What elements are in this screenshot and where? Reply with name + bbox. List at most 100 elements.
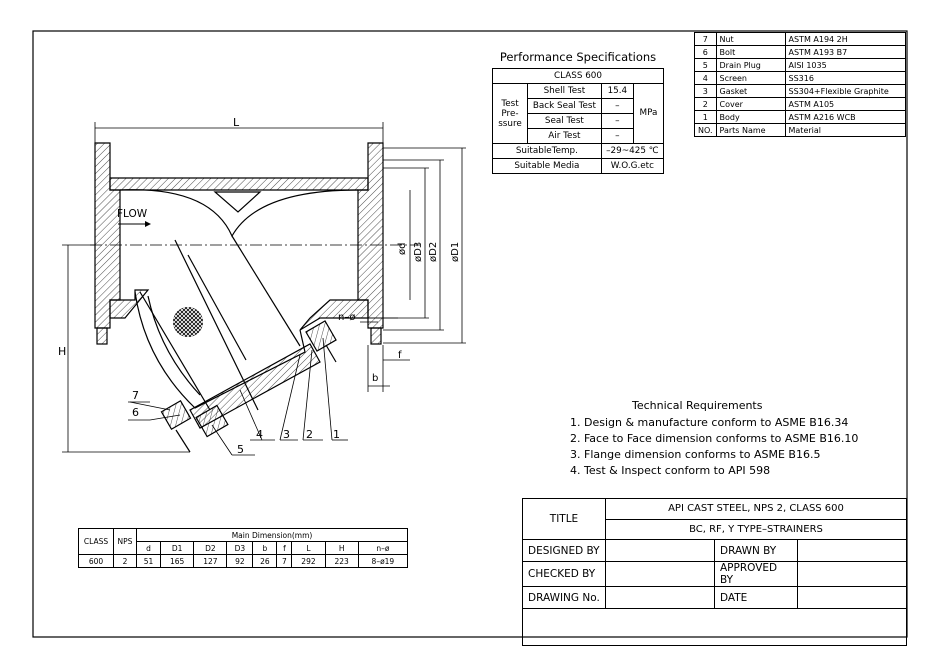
test-pressure-label: Test Pre- ssure bbox=[492, 83, 528, 144]
dim-value: 292 bbox=[291, 554, 326, 568]
part-material: ASTM A105 bbox=[784, 97, 906, 111]
date-label: DATE bbox=[714, 586, 798, 609]
dim-label-D1: øD1 bbox=[450, 241, 461, 262]
checked-by-label: CHECKED BY bbox=[522, 561, 606, 587]
part-name: Cover bbox=[715, 97, 786, 111]
dim-col-header: D2 bbox=[193, 541, 228, 555]
drawing-no-label: DRAWING No. bbox=[522, 586, 606, 609]
dim-col-header: D3 bbox=[226, 541, 254, 555]
dim-value: 51 bbox=[135, 554, 162, 568]
title-line2: BC, RF, Y TYPE–STRAINERS bbox=[605, 518, 907, 540]
dim-main-header: Main Dimension(mm) bbox=[136, 528, 408, 542]
dim-col-header: f bbox=[276, 541, 293, 555]
test-value: – bbox=[600, 98, 634, 114]
technical-item: 3. Flange dimension conforms to ASME B16… bbox=[570, 448, 821, 461]
dim-label-f: f bbox=[398, 350, 402, 361]
performance-title: Performance Specifications bbox=[499, 50, 657, 64]
part-name: Body bbox=[715, 110, 786, 124]
title-line1: API CAST STEEL, NPS 2, CLASS 600 bbox=[605, 498, 907, 520]
test-value: – bbox=[600, 113, 634, 129]
approved-by-field bbox=[797, 561, 907, 587]
part-material: AISI 1035 bbox=[784, 58, 906, 72]
test-name: Back Seal Test bbox=[527, 98, 602, 114]
dim-col-header: D1 bbox=[160, 541, 195, 555]
dim-label-D2: øD2 bbox=[428, 241, 439, 262]
temp-value: –29~425 ℃ bbox=[600, 143, 665, 159]
part-no: 6 bbox=[694, 45, 717, 59]
test-name: Shell Test bbox=[527, 83, 602, 99]
date-field bbox=[797, 586, 907, 609]
title-block-footer bbox=[522, 608, 907, 646]
test-value: 15.4 bbox=[600, 83, 634, 99]
technical-item: 2. Face to Face dimension conforms to AS… bbox=[570, 432, 859, 445]
test-name: Air Test bbox=[527, 128, 602, 144]
dimension-table: CLASS NPS Main Dimension(mm) d D1 D2 D3 … bbox=[78, 528, 409, 568]
dim-nps-value: 2 bbox=[113, 554, 137, 568]
part-material: SS316 bbox=[784, 71, 906, 85]
class-label: CLASS 600 bbox=[492, 68, 664, 84]
part-material: ASTM A216 WCB bbox=[784, 110, 906, 124]
approved-by-label: APPROVED BY bbox=[714, 561, 798, 587]
dim-col-header: d bbox=[135, 541, 162, 555]
title-block: TITLE API CAST STEEL, NPS 2, CLASS 600 B… bbox=[522, 498, 907, 646]
temp-label: SuitableTemp. bbox=[492, 143, 602, 159]
dim-nps-header: NPS bbox=[113, 528, 137, 555]
dim-col-header: H bbox=[324, 541, 359, 555]
dim-value: 92 bbox=[226, 554, 254, 568]
parts-header-material: Material bbox=[784, 123, 906, 137]
dim-class-header: CLASS bbox=[78, 528, 114, 555]
dim-col-header: b bbox=[252, 541, 278, 555]
part-no: 1 bbox=[694, 110, 717, 124]
callout-1: 1 bbox=[333, 428, 340, 441]
test-name: Seal Test bbox=[527, 113, 602, 129]
dim-label-n: n–ø bbox=[338, 312, 356, 323]
part-material: ASTM A193 B7 bbox=[784, 45, 906, 59]
checked-by-field bbox=[605, 561, 715, 587]
part-no: 2 bbox=[694, 97, 717, 111]
callout-4: 4 bbox=[256, 428, 263, 441]
flow-label: FLOW bbox=[117, 208, 148, 220]
dim-label-b: b bbox=[372, 373, 379, 384]
part-name: Gasket bbox=[715, 84, 786, 98]
part-name: Nut bbox=[715, 32, 786, 46]
dim-value: 7 bbox=[276, 554, 293, 568]
designed-by-field bbox=[605, 539, 715, 562]
test-value: – bbox=[600, 128, 634, 144]
dim-col-header: L bbox=[291, 541, 326, 555]
callout-6: 6 bbox=[132, 406, 139, 419]
callout-2: 2 bbox=[306, 428, 313, 441]
part-no: 5 bbox=[694, 58, 717, 72]
parts-header-name: Parts Name bbox=[715, 123, 786, 137]
performance-table: CLASS 600 Test Pre- ssure Shell Test 15.… bbox=[492, 68, 665, 174]
parts-header-no: NO. bbox=[694, 123, 717, 137]
part-no: 4 bbox=[694, 71, 717, 85]
part-no: 7 bbox=[694, 32, 717, 46]
technical-item: 1. Design & manufacture conform to ASME … bbox=[570, 416, 849, 429]
dim-label-D3: øD3 bbox=[413, 241, 424, 262]
drawing-no-field bbox=[605, 586, 715, 609]
dim-value: 26 bbox=[252, 554, 278, 568]
dim-value: 8–ø19 bbox=[357, 554, 409, 568]
dim-label-d: ød bbox=[397, 242, 408, 255]
part-name: Screen bbox=[715, 71, 786, 85]
part-no: 3 bbox=[694, 84, 717, 98]
part-name: Bolt bbox=[715, 45, 786, 59]
dim-value: 223 bbox=[324, 554, 359, 568]
unit-label: MPa bbox=[632, 83, 665, 144]
part-name: Drain Plug bbox=[715, 58, 786, 72]
callout-5: 5 bbox=[237, 443, 244, 456]
part-material: SS304+Flexible Graphite bbox=[784, 84, 906, 98]
technical-title: Technical Requirements bbox=[632, 399, 763, 412]
dim-value: 127 bbox=[193, 554, 228, 568]
dim-class-value: 600 bbox=[78, 554, 114, 568]
technical-item: 4. Test & Inspect conform to API 598 bbox=[570, 464, 771, 477]
media-label: Suitable Media bbox=[492, 158, 602, 174]
title-label: TITLE bbox=[522, 498, 606, 540]
media-value: W.O.G.etc bbox=[600, 158, 665, 174]
part-material: ASTM A194 2H bbox=[784, 32, 906, 46]
callout-7: 7 bbox=[132, 389, 139, 402]
callout-3: 3 bbox=[283, 428, 290, 441]
